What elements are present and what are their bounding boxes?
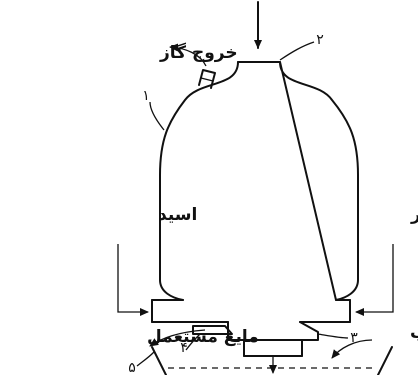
label-acid: اسید [158,205,197,225]
vessel-body [159,61,359,301]
number-5: ۵ [128,360,136,375]
label-steam: بخار [410,205,418,225]
label-water: آب [410,321,418,343]
number-2: ۲ [316,32,324,48]
leader-4 [185,333,201,351]
leader-1 [149,101,165,131]
right-flange [299,299,351,323]
tank-left-wall [151,346,167,375]
left-flange [151,299,229,323]
water-arrow [331,339,373,359]
number-3: ۳ [350,330,358,346]
leader-5 [136,351,155,367]
acid-arrow [117,244,149,316]
number-1: ۱ [142,88,150,104]
number-4: ۴ [180,340,188,356]
tank-right-wall [377,346,393,375]
label-gas-outlet: خروج گاز [159,42,238,63]
leader-3 [317,333,349,339]
steam-arrow [355,244,394,316]
label-used-liquid: مایع مستعمل [147,327,259,347]
leader-2 [279,41,315,61]
gas-outlet-arrow [169,43,207,67]
used-liquid-arrow [149,329,206,347]
